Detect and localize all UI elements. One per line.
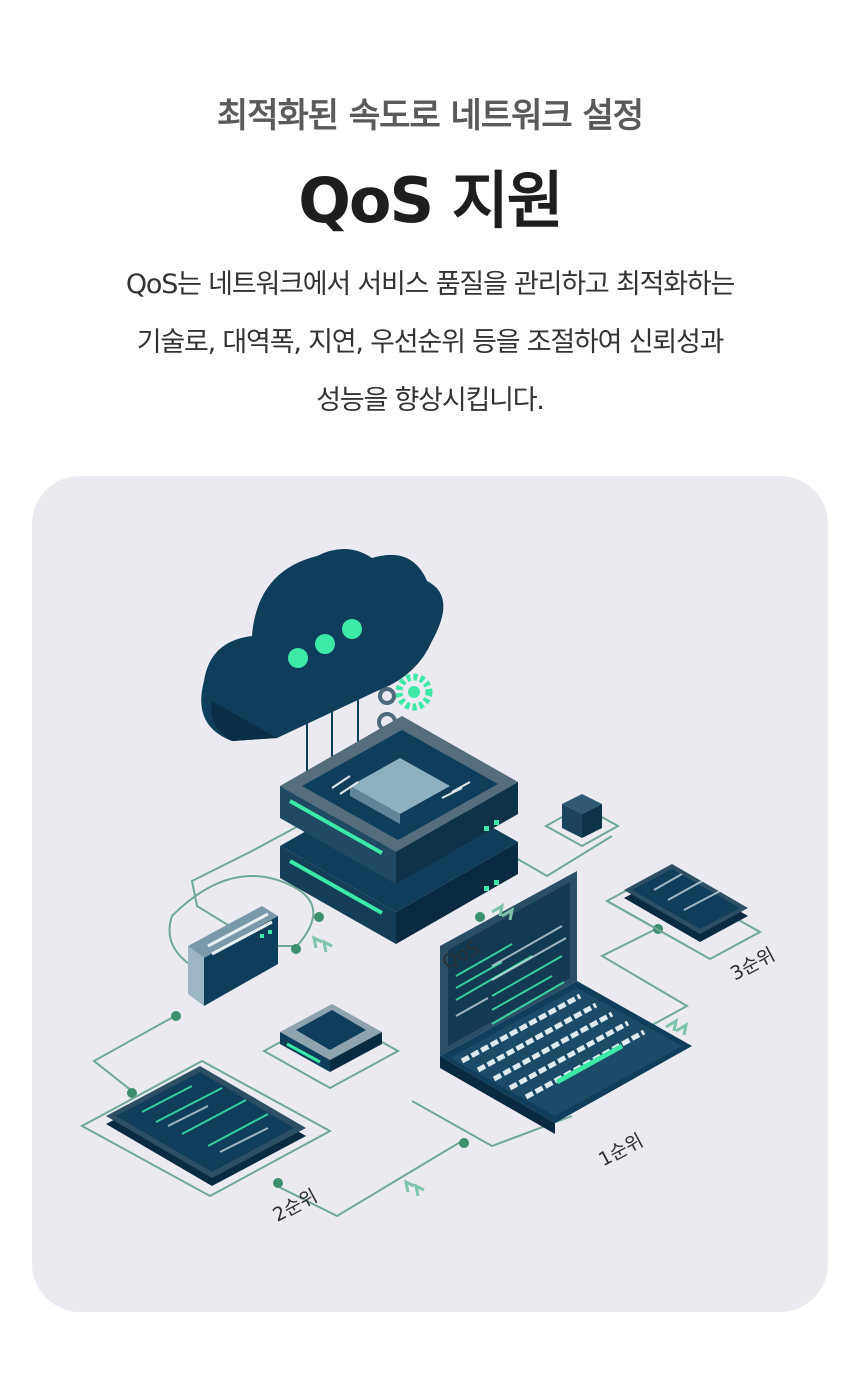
server-stack-icon: [280, 716, 518, 944]
priority-label-2: 2순위: [269, 1185, 321, 1227]
qos-network-illustration: QoS 1순위 2순위 3순위: [79, 548, 779, 1227]
description-line-1: QoS는 네트워크에서 서비스 품질을 관리하고 최적화하는: [125, 269, 736, 300]
smartphone-icon: [604, 864, 763, 961]
section-description: QoS는 네트워크에서 서비스 품질을 관리하고 최적화하는 기술로, 대역폭,…: [0, 256, 860, 430]
router-icon: [261, 1004, 401, 1090]
tablet-icon: [79, 1059, 333, 1198]
priority-label-3: 3순위: [727, 944, 779, 986]
description-line-2: 기술로, 대역폭, 지연, 우선순위 등을 조절하여 신뢰성과: [136, 327, 725, 358]
section-subtitle: 최적화된 속도로 네트워크 설정: [216, 96, 644, 136]
folder-icon: [188, 906, 278, 1006]
laptop-icon: [440, 871, 692, 1134]
flow-arrow-icons: [311, 902, 689, 1197]
cloud-icon: [201, 548, 444, 776]
qos-illustration-panel: QoS 1순위 2순위 3순위: [32, 476, 828, 1312]
priority-label-1: 1순위: [595, 1130, 647, 1172]
section-title: QoS 지원: [298, 164, 564, 237]
cube-icon: [543, 794, 621, 848]
description-line-3: 성능을 향상시킵니다.: [316, 385, 545, 416]
